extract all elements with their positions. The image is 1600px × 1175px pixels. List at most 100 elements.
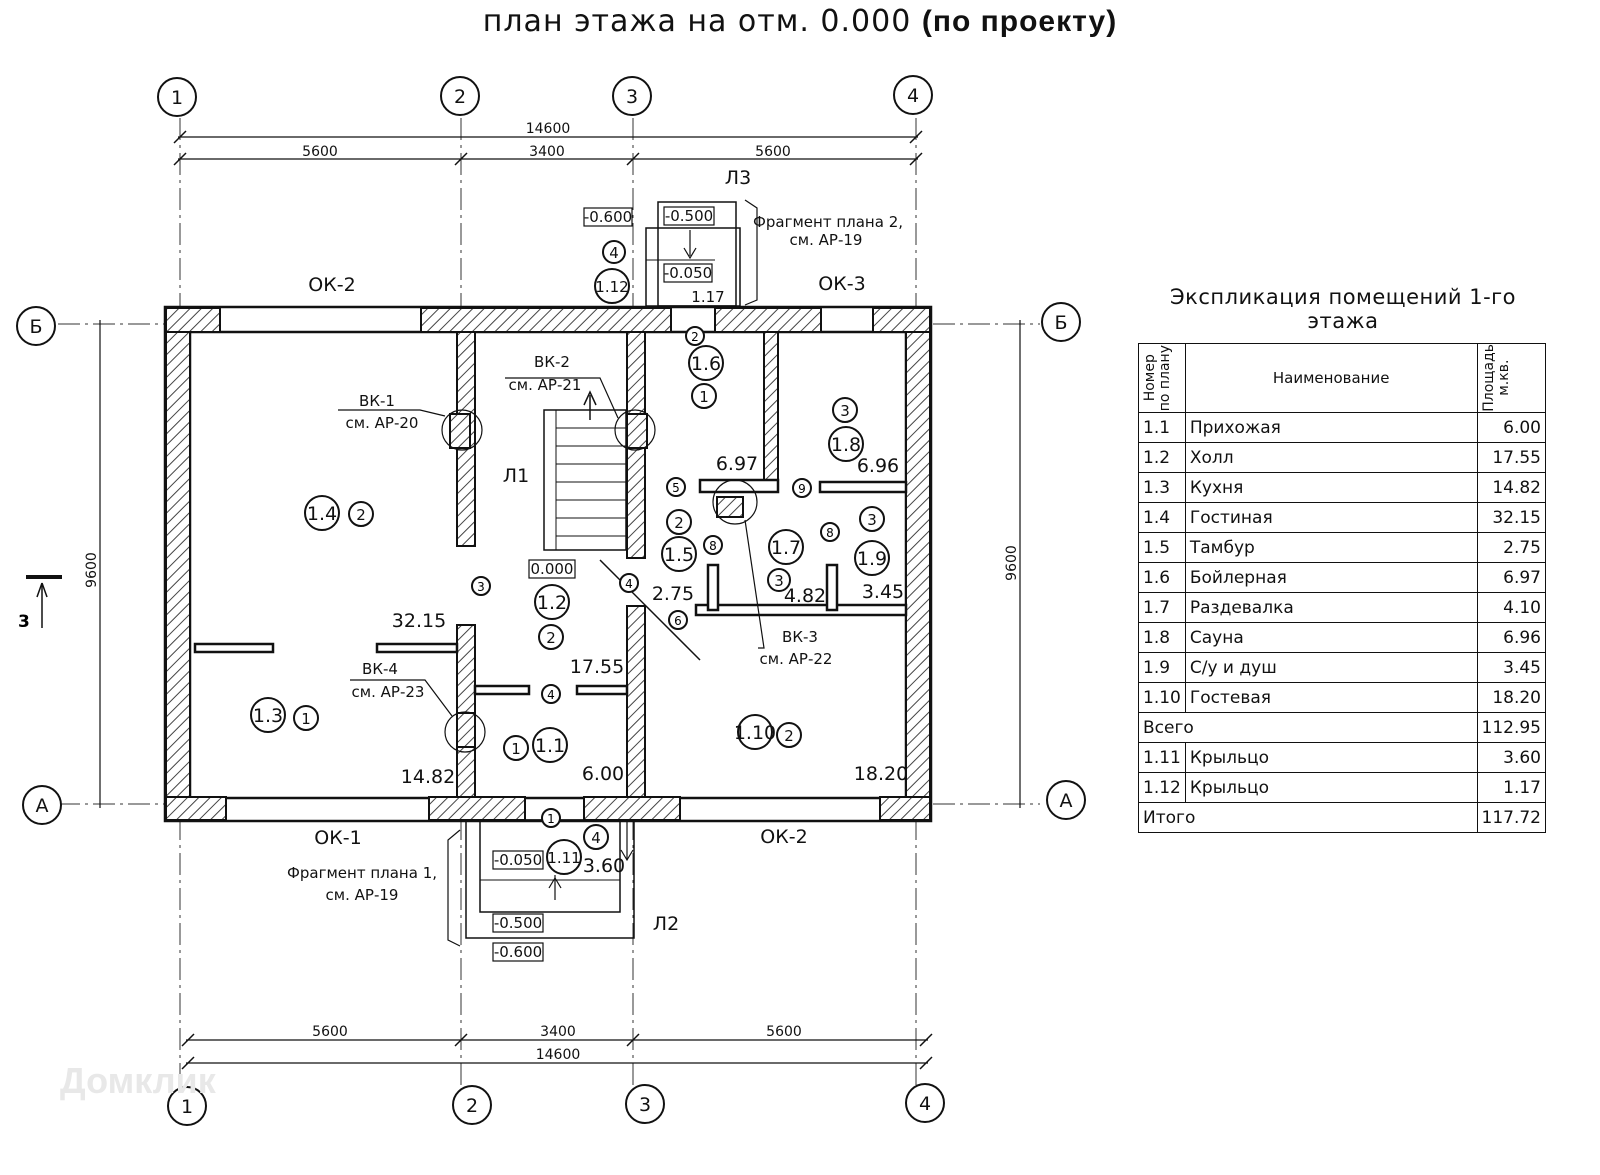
- dim-top-seg-1: 5600: [302, 144, 338, 160]
- cell-name: Сауна: [1184, 622, 1478, 653]
- grand-total-value: 117.72: [1476, 802, 1547, 833]
- door-5: 5: [672, 481, 680, 495]
- level-top-inner: -0.500: [665, 207, 713, 225]
- room-1-8-area: 6.96: [857, 455, 899, 477]
- axis-bottom-1: 1: [181, 1096, 193, 1118]
- cell-num: 1.1: [1138, 412, 1186, 443]
- cell-area: 3.45: [1476, 652, 1547, 683]
- dim-top-total: 14600: [526, 121, 571, 137]
- plan-title-main: план этажа на отм. 0.000: [482, 4, 912, 39]
- cell-name: С/у и душ: [1184, 652, 1478, 683]
- cell-area: 6.97: [1476, 562, 1547, 593]
- vk3-line-1: ВК-3: [782, 628, 818, 646]
- room-1-12-id: 1.12: [595, 278, 628, 296]
- cell-area: 4.10: [1476, 592, 1547, 623]
- room-1-3-area: 14.82: [401, 766, 455, 788]
- axis-right-a: А: [1060, 790, 1073, 812]
- axis-top-3: 3: [626, 86, 638, 108]
- vk4-line-2: см. АР-23: [352, 683, 425, 701]
- door-4a: 4: [625, 577, 633, 591]
- cell-num: 1.2: [1138, 442, 1186, 473]
- total-label: Всего: [1138, 712, 1478, 743]
- level-top-outer: -0.600: [584, 208, 632, 226]
- axis-markers: 1 2 3 4 1 2 3 4 Б А Б А: [16, 75, 1086, 1126]
- room-1-6-id: 1.6: [691, 353, 721, 375]
- room-1-11-type: 4: [591, 829, 601, 847]
- cell-name: Крыльцо: [1184, 742, 1478, 773]
- room-1-4-type: 2: [356, 506, 366, 524]
- cell-num: 1.6: [1138, 562, 1186, 593]
- room-1-12-type: 4: [609, 244, 619, 262]
- cell-num: 1.9: [1138, 652, 1186, 683]
- vk3-line-2: см. АР-22: [760, 650, 833, 668]
- door-3: 3: [477, 580, 485, 594]
- level-floor: 0.000: [531, 560, 574, 578]
- cell-num: 1.7: [1138, 592, 1186, 623]
- stair-l1-label: Л1: [503, 465, 529, 487]
- watermark-logo: Домклик: [60, 1060, 216, 1101]
- vk1-line-2: см. АР-20: [346, 414, 419, 432]
- frag1-line-2: см. АР-19: [326, 886, 399, 904]
- cell-name: Бойлерная: [1184, 562, 1478, 593]
- door-9: 9: [798, 482, 806, 496]
- window-ok2-top: ОК-2: [308, 274, 355, 296]
- axis-right-b: Б: [1054, 312, 1067, 334]
- dim-bottom-seg-1: 5600: [312, 1024, 348, 1040]
- room-1-7-area: 4.82: [784, 585, 826, 607]
- vk4-line-1: ВК-4: [362, 660, 398, 678]
- axis-top-2: 2: [454, 86, 466, 108]
- room-1-12-area: 1.17: [691, 288, 724, 306]
- dim-top-seg-3: 5600: [755, 144, 791, 160]
- axis-left-a: А: [36, 795, 49, 817]
- room-1-8-type: 3: [840, 402, 850, 420]
- door-8b: 8: [826, 526, 834, 540]
- header-number: Номер по плану: [1138, 343, 1186, 413]
- stair-l3-label: Л3: [725, 167, 751, 189]
- room-1-6-type: 1: [699, 388, 709, 406]
- room-1-10-area: 18.20: [854, 763, 908, 785]
- total-row: Всего 112.95: [1138, 712, 1547, 743]
- window-ok1-bottom: ОК-1: [314, 827, 361, 849]
- axis-left-b: Б: [29, 316, 42, 338]
- room-1-1-area: 6.00: [582, 763, 624, 785]
- door-4b: 4: [547, 688, 555, 702]
- grand-total-row: Итого 117.72: [1138, 802, 1547, 833]
- cell-num: 1.12: [1138, 772, 1186, 803]
- dim-top-seg-2: 3400: [529, 144, 565, 160]
- level-bottom-inner: -0.500: [494, 914, 542, 932]
- cell-area: 6.00: [1476, 412, 1547, 443]
- door-1: 1: [547, 812, 555, 826]
- dim-bottom-total: 14600: [536, 1047, 581, 1063]
- axis-top-1: 1: [171, 87, 183, 109]
- door-room-1-6: 2: [691, 330, 699, 344]
- bottom-dimensions: 5600 3400 5600 14600: [181, 1024, 933, 1070]
- header-name: Наименование: [1184, 343, 1478, 413]
- room-1-2-area: 17.55: [570, 656, 624, 678]
- room-1-2-id: 1.2: [537, 592, 567, 614]
- cell-area: 18.20: [1476, 682, 1547, 713]
- room-1-2-type: 2: [546, 629, 556, 647]
- explication-title: Экспликация помещений 1-го этажа: [1169, 285, 1517, 333]
- dim-left-height: 9600: [84, 552, 100, 588]
- door-markers: 1 3 4 4 5 6 8 8 9: [471, 477, 840, 828]
- cell-name: Гостиная: [1184, 502, 1478, 533]
- door-6: 6: [674, 614, 682, 628]
- cell-name: Кухня: [1184, 472, 1478, 503]
- axis-bottom-4: 4: [919, 1093, 931, 1115]
- axis-top-4: 4: [907, 85, 919, 107]
- door-8a: 8: [709, 539, 717, 553]
- frag2-line-2: см. АР-19: [790, 231, 863, 249]
- level-bottom-outer: -0.600: [494, 943, 542, 961]
- room-1-9-area: 3.45: [862, 581, 904, 603]
- room-1-3-id: 1.3: [253, 705, 283, 727]
